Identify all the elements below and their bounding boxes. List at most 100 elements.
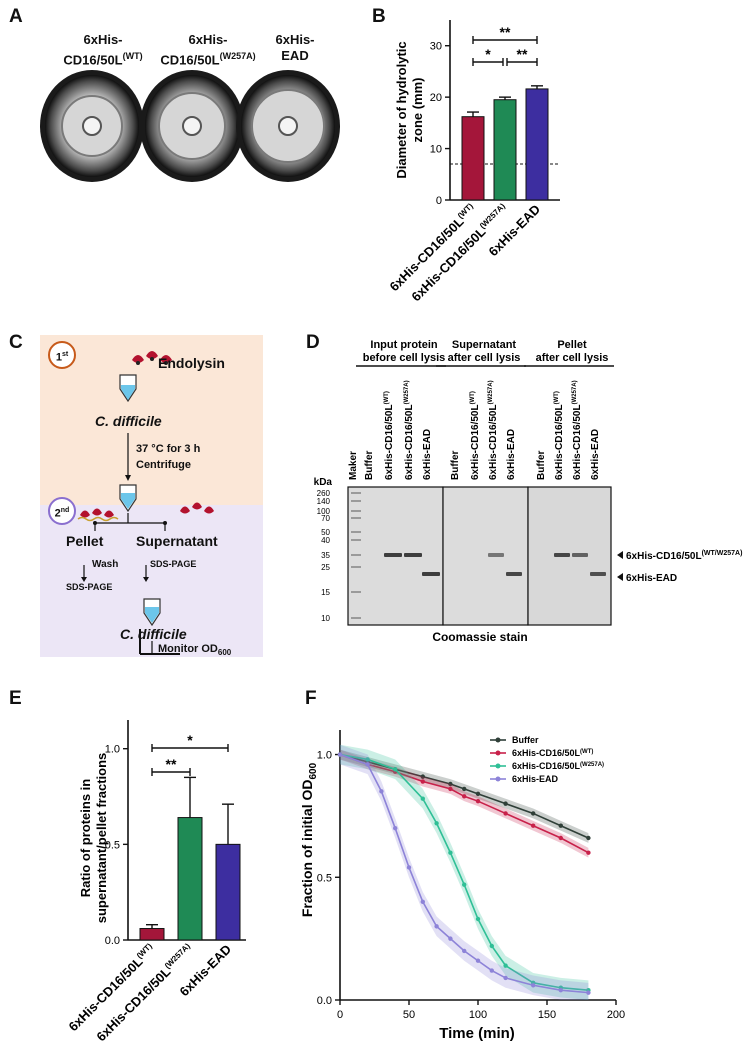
kda-label: 140: [317, 497, 331, 506]
f-ytick-label: 0.0: [317, 995, 332, 1007]
plate-wt: [40, 70, 144, 182]
f-point: [365, 757, 370, 762]
gel-band-w257a-sup: [488, 553, 504, 557]
band-arrow-2: [617, 573, 623, 581]
f-point: [531, 811, 536, 816]
gel-lane-label: 6xHis-CD16/50L(WT): [554, 391, 565, 480]
chart-e: Ratio of proteins in supernatant/pellet …: [65, 720, 246, 1044]
f-point: [420, 774, 425, 779]
f-point: [503, 963, 508, 968]
panel-label-b: B: [372, 6, 386, 27]
cdiff-label: C. difficile: [95, 413, 162, 429]
b-bar: [525, 88, 549, 201]
e-ylabel-1: Ratio of proteins in: [78, 779, 93, 898]
stain-label: Coomassie stain: [432, 630, 527, 644]
sds-page-label-2: SDS-PAGE: [150, 559, 197, 569]
gel-group-title: Input protein: [370, 339, 437, 351]
b-bar: [493, 99, 517, 201]
f-point: [448, 936, 453, 941]
wash-label: Wash: [92, 559, 119, 570]
f-point: [365, 762, 370, 767]
gel-group-title: Pellet: [557, 339, 587, 351]
panel-label-a: A: [9, 6, 23, 27]
b-ylabel-2: zone (mm): [410, 78, 425, 143]
f-point: [503, 975, 508, 981]
centrifuge-tube-icon: [119, 484, 137, 513]
gel-lane-label: Buffer: [364, 450, 375, 480]
f-legend-marker: [495, 750, 501, 756]
marker-band: [351, 591, 361, 593]
gel-lane-label: 6xHis-EAD: [422, 429, 433, 480]
kda-label: 50: [321, 528, 330, 537]
f-ytick-label: 0.5: [317, 872, 332, 884]
e-ytick-label: 0.5: [105, 839, 120, 851]
f-xtick-label: 150: [538, 1009, 556, 1021]
plate-title-w257a: 6xHis- CD16/50L(W257A): [160, 32, 256, 68]
marker-band: [351, 500, 361, 502]
gel-lane-label: 6xHis-CD16/50L(W257A): [404, 380, 415, 480]
e-bar: [215, 843, 241, 941]
supernatant-label: Supernatant: [136, 533, 218, 549]
panel-label-d: D: [306, 332, 320, 353]
gel-band-wt-pellet: [554, 553, 570, 557]
marker-band: [351, 510, 361, 512]
marker-band: [351, 554, 361, 556]
f-point: [448, 781, 453, 787]
e-sig-bracket-1-label: *: [187, 732, 193, 748]
f-point: [531, 823, 536, 828]
f-legend-label: 6xHis-EAD: [512, 774, 559, 784]
marker-band: [351, 617, 361, 619]
gel-lane-label: 6xHis-CD16/50L(WT): [470, 391, 481, 480]
gel-lane-label: 6xHis-CD16/50L(WT): [384, 391, 395, 480]
b-ylabel-1: Diameter of hydrolytic: [394, 41, 409, 178]
b-sig-bracket-2-label: *: [485, 46, 491, 62]
f-point: [558, 835, 563, 841]
gel-lane-label: 6xHis-EAD: [506, 429, 517, 480]
sds-page-label-1: SDS-PAGE: [66, 582, 113, 592]
marker-band: [351, 517, 361, 519]
f-point: [434, 821, 439, 826]
f-point: [503, 801, 508, 806]
f-legend-marker: [495, 776, 501, 782]
step1-box: [40, 335, 263, 505]
gel-band-wt-input: [384, 553, 402, 557]
f-point: [420, 779, 425, 784]
e-ytick-label: 0.0: [105, 935, 120, 947]
marker-band: [351, 492, 361, 494]
f-point: [586, 990, 591, 995]
f-point: [406, 865, 412, 870]
kda-title: kDa: [314, 477, 333, 488]
f-ylabel: Fraction of initial OD600: [300, 762, 319, 917]
f-point: [558, 823, 563, 828]
kda-label: 40: [321, 536, 330, 545]
gel-group-title: Supernatant: [452, 339, 517, 351]
gel-lane-label: 6xHis-EAD: [590, 429, 601, 480]
f-legend-marker: [495, 737, 501, 743]
f-point: [558, 987, 563, 993]
gel-group-subtitle: after cell lysis: [448, 352, 521, 364]
b-sig-bracket-3-label: **: [517, 46, 528, 62]
panel-label-f: F: [305, 688, 317, 709]
kda-label: 260: [317, 489, 331, 498]
f-xtick-label: 100: [469, 1009, 487, 1021]
pellet-label: Pellet: [66, 533, 104, 549]
centrifuge-label: Centrifuge: [136, 459, 191, 471]
f-legend-label: 6xHis-CD16/50L(WT): [512, 748, 593, 758]
kda-label: 35: [321, 551, 330, 560]
f-point: [586, 835, 591, 841]
gel-band-ead-input: [422, 572, 440, 576]
pellet-bacteria-icon: [77, 508, 119, 522]
kda-label: 25: [321, 563, 330, 572]
step2-badge: 2nd: [48, 497, 76, 525]
e-ytick-label: 1.0: [105, 744, 120, 756]
f-point: [489, 943, 494, 949]
gel-band-w257a-pellet: [572, 553, 588, 557]
f-point: [448, 786, 453, 792]
panel-label-e: E: [9, 688, 22, 709]
supernatant-endolysin-icon: [180, 502, 214, 514]
f-point: [420, 796, 425, 801]
f-point: [531, 983, 536, 988]
f-point: [503, 811, 508, 816]
